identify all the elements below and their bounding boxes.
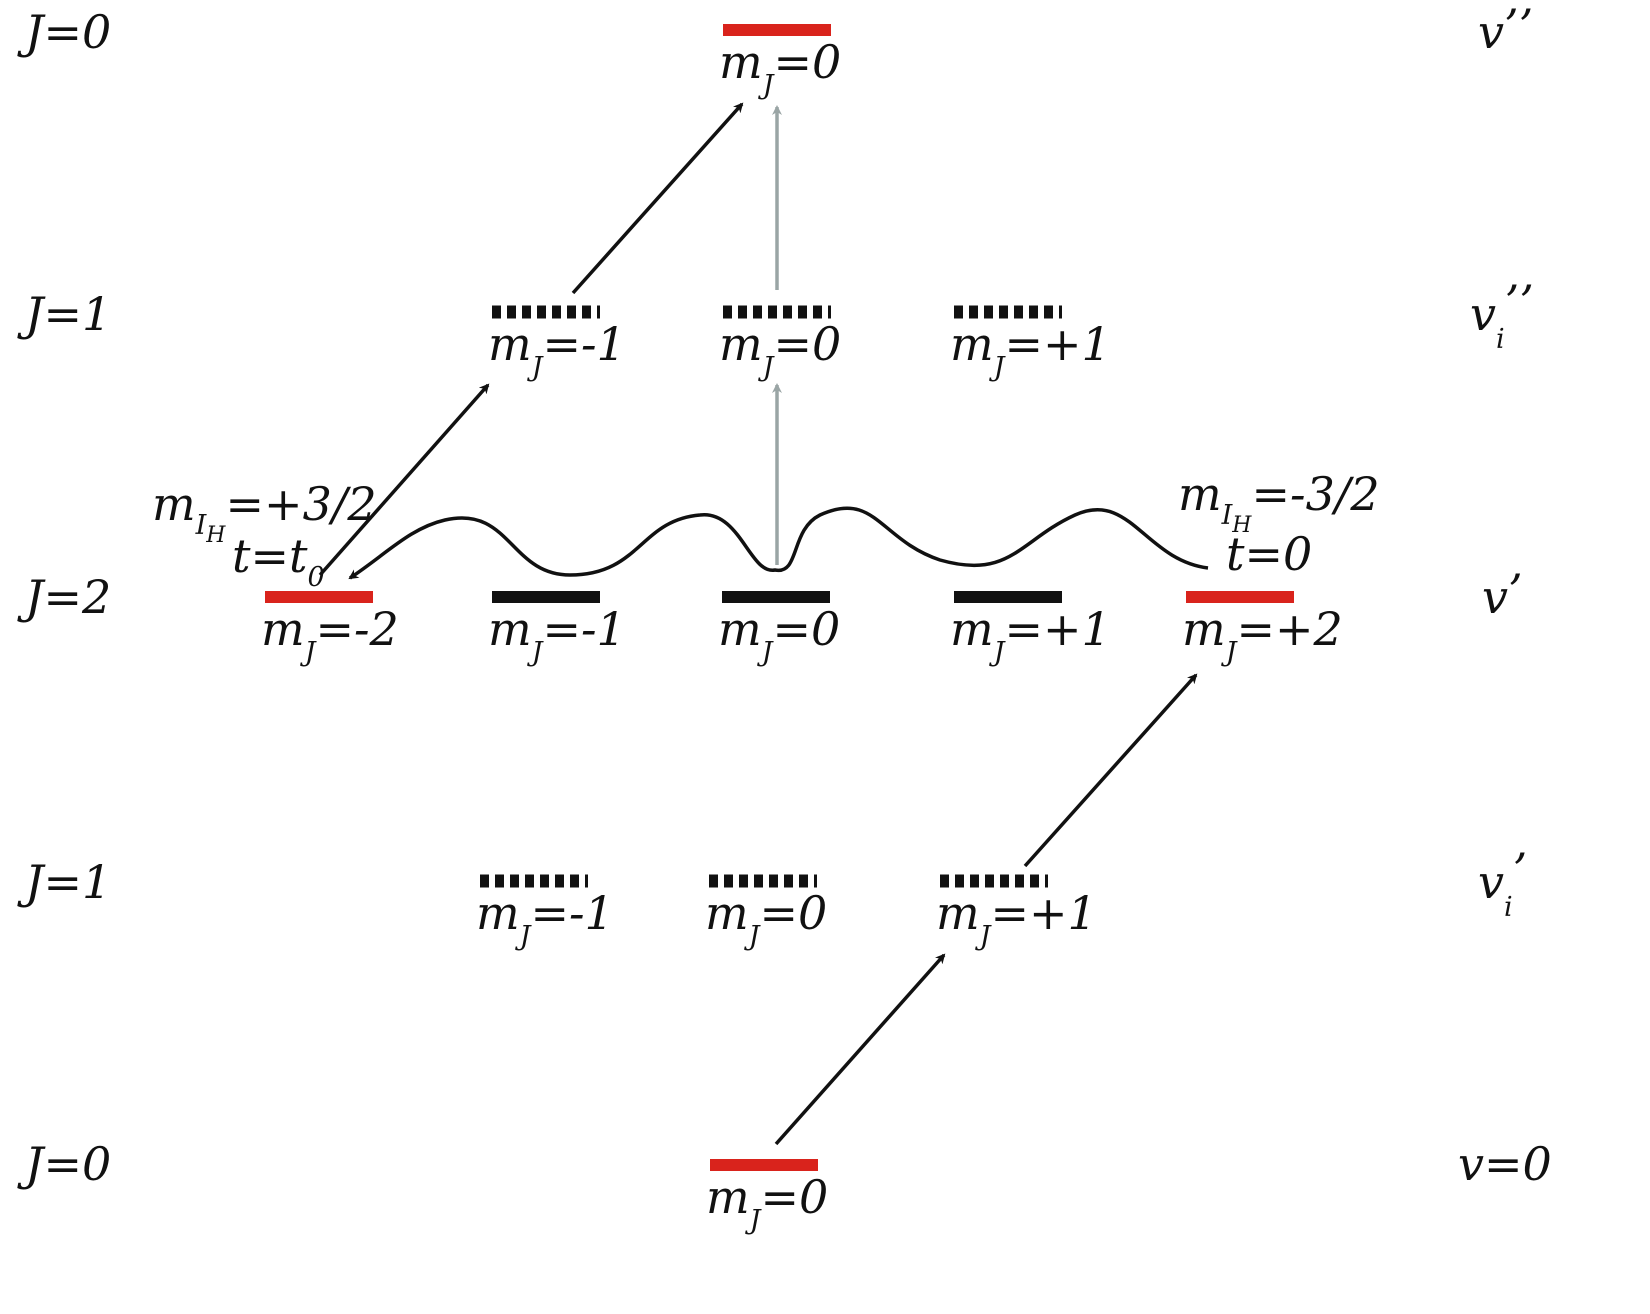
level-label-J1_upper-mJ-1: mJ=+1 (950, 317, 1111, 383)
level-label-J2-mJ-minus2: mJ=-2 (261, 602, 399, 668)
level-label-J0_bottom-mJ-0: mJ=0 (706, 1170, 828, 1236)
J-label-2: J=2 (17, 570, 111, 624)
spin-annotation-right: mIH=-3/2 t=0 (1178, 467, 1380, 581)
time-right-label: t=0 (1226, 527, 1312, 581)
v-label-top: v’’ (1478, 0, 1533, 59)
level-label-J2-mJ-1: mJ=+1 (950, 602, 1111, 668)
level-label-J1_lower-mJ-0: mJ=0 (705, 886, 827, 952)
level-label-J0_top-mJ-0: mJ=0 (719, 35, 841, 101)
transition-arrows (318, 102, 1198, 1146)
level-label-J1_upper-mJ-0: mJ=0 (719, 317, 841, 383)
mIH-right-label: mIH=-3/2 (1178, 467, 1380, 538)
spin-annotation-left: mIH=+3/2 t=t0 (152, 477, 377, 593)
arrow-J2-minus2-to-J1-minus1 (318, 383, 490, 577)
J-label-upper-1: J=1 (17, 287, 111, 341)
v-label-lower-i: vi’ (1478, 843, 1527, 923)
J-label-bottom: J=0 (17, 1137, 111, 1191)
mIH-left-label: mIH=+3/2 (152, 477, 377, 548)
level-label-J1_lower-mJ-1: mJ=+1 (936, 886, 1097, 952)
levels-layer: mJ=0 mJ=-1 mJ=0 mJ=+1 mJ=-2 mJ=-1 mJ=0 mJ=+1 mJ=… (261, 24, 1343, 1236)
row-labels: J=0 J=1 J=2 J=1 J=0 v’’ vi’’ v’ vi’ v=0 (17, 0, 1552, 1191)
level-label-J1_lower-mJ-minus1: mJ=-1 (476, 886, 614, 952)
arrow-bottom-to-J1-plus1 (774, 953, 946, 1146)
J-label-top: J=0 (17, 5, 111, 59)
wave-curve (348, 506, 1209, 580)
time-left-label: t=t0 (232, 529, 325, 593)
level-label-J2-mJ-2: mJ=+2 (1182, 602, 1343, 668)
v-label-bottom: v=0 (1458, 1137, 1552, 1191)
arrow-J1-minus1-to-top (571, 102, 744, 295)
precession-wave (348, 506, 1209, 580)
level-label-J2-mJ-0: mJ=0 (718, 602, 840, 668)
level-label-J1_upper-mJ-minus1: mJ=-1 (488, 317, 626, 383)
arrow-J1-plus1-to-J2-plus2 (1023, 673, 1198, 868)
J-label-lower-1: J=1 (17, 855, 111, 909)
v-label-upper-i: vi’’ (1470, 275, 1534, 355)
level-label-J2-mJ-minus1: mJ=-1 (488, 602, 626, 668)
v-label-2: v’ (1482, 564, 1523, 624)
